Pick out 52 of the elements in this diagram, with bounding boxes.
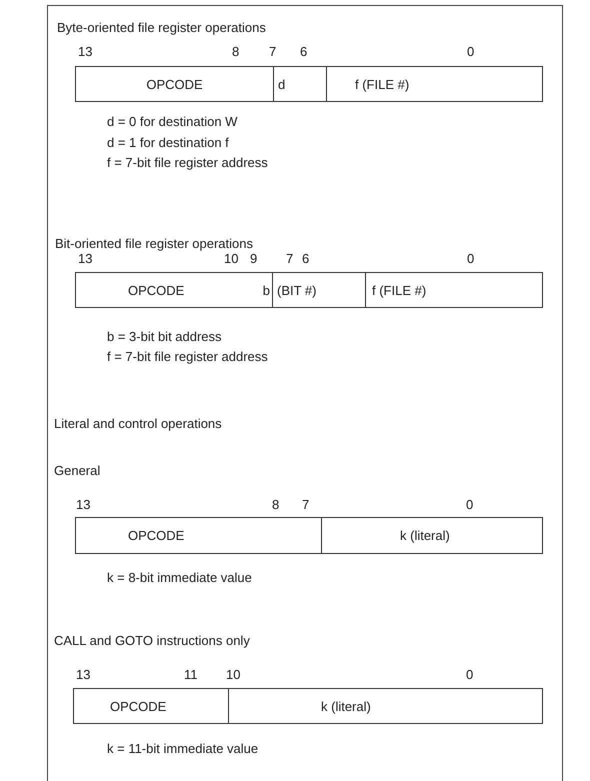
bit-number: 11 xyxy=(184,667,198,682)
bit-field xyxy=(365,272,543,308)
field-name: k (literal) xyxy=(400,528,450,543)
bit-number: 0 xyxy=(467,44,474,59)
bit-field xyxy=(75,66,274,102)
bit-number: 7 xyxy=(286,251,294,266)
bit-number: 6 xyxy=(302,251,310,266)
field-note: k = 11-bit immediate value xyxy=(107,741,258,756)
bit-field xyxy=(326,66,543,102)
bit-number: 0 xyxy=(467,251,474,266)
field-subname: b xyxy=(262,282,270,298)
section-heading: Bit-oriented file register operations xyxy=(55,236,253,251)
field-name: OPCODE xyxy=(146,76,203,92)
bit-number: 13 xyxy=(78,44,92,59)
bit-number: 7 xyxy=(302,497,310,512)
field-name: (BIT #) xyxy=(277,282,316,298)
section-heading: Literal and control operations xyxy=(54,416,222,431)
bit-field xyxy=(228,688,543,724)
field-name: d xyxy=(278,76,286,92)
bit-number: 8 xyxy=(232,44,240,59)
section-heading: Byte-oriented file register operations xyxy=(57,20,266,35)
section-heading: General xyxy=(54,463,100,478)
field-note: k = 8-bit immediate value xyxy=(107,570,252,585)
bit-field xyxy=(75,272,273,308)
field-note: f = 7-bit file register address xyxy=(107,155,268,170)
section-heading: CALL and GOTO instructions only xyxy=(54,633,250,648)
bit-field xyxy=(321,517,543,554)
field-name: OPCODE xyxy=(128,528,184,543)
field-name: f (FILE #) xyxy=(372,282,426,298)
bit-number: 6 xyxy=(300,44,308,59)
field-name: OPCODE xyxy=(128,282,184,298)
bit-field xyxy=(273,66,327,102)
field-name: OPCODE xyxy=(110,698,166,714)
bit-number: 13 xyxy=(78,251,92,266)
bit-number: 10 xyxy=(224,251,238,266)
bit-number: 9 xyxy=(250,251,258,266)
field-note: f = 7-bit file register address xyxy=(107,349,268,364)
field-name: f (FILE #) xyxy=(355,76,410,92)
bit-number: 13 xyxy=(76,667,90,682)
bit-number: 10 xyxy=(226,667,240,682)
bit-field xyxy=(75,517,322,554)
bit-number: 13 xyxy=(76,497,90,512)
bit-number: 8 xyxy=(272,497,280,512)
field-name: k (literal) xyxy=(321,698,371,714)
field-note: d = 0 for destination W xyxy=(107,114,238,129)
bit-field xyxy=(272,272,366,308)
field-note: d = 1 for destination f xyxy=(107,135,229,150)
field-note: b = 3-bit bit address xyxy=(107,329,222,344)
bit-number: 7 xyxy=(269,44,276,59)
bit-number: 0 xyxy=(466,497,474,512)
bit-number: 0 xyxy=(466,667,474,682)
bit-field xyxy=(73,688,229,724)
